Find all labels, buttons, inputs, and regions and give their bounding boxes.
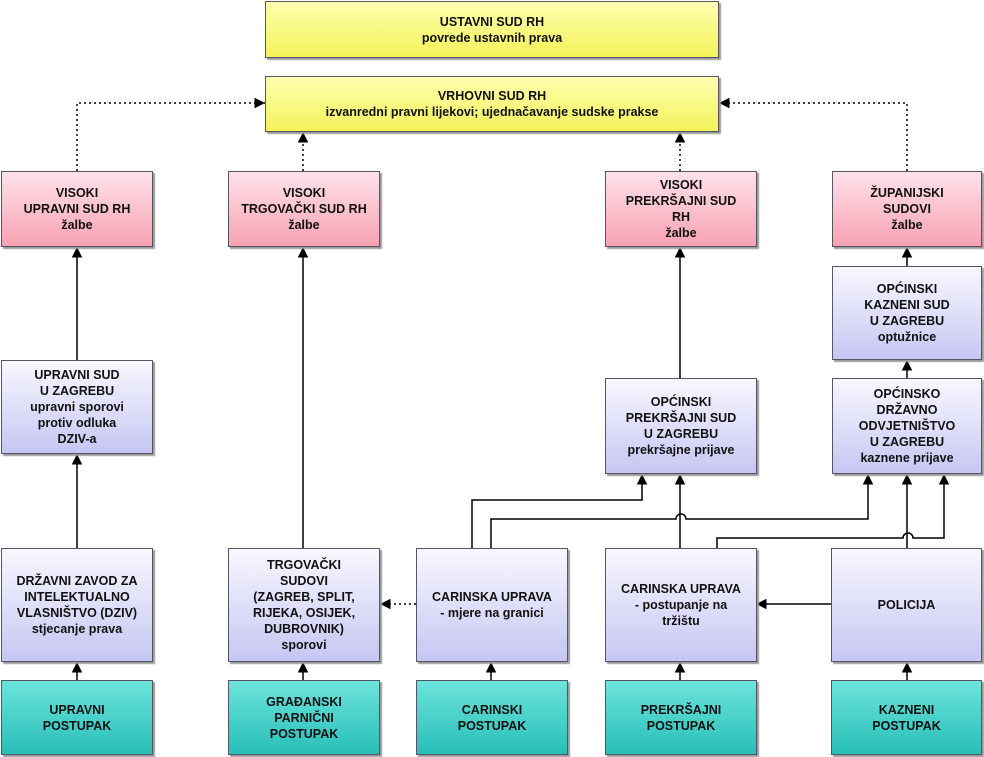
zupanijski-sudovi-box: ŽUPANIJSKI SUDOVI žalbe bbox=[832, 171, 982, 247]
vrhovni-sud-box: VRHOVNI SUD RH izvanredni pravni lijekov… bbox=[265, 76, 719, 132]
gradjanski-postupak-box: GRAĐANSKI PARNIČNI POSTUPAK bbox=[228, 680, 380, 755]
opcinski-prekrsajni-sud-box: OPĆINSKI PREKRŠAJNI SUD U ZAGREBU prekrš… bbox=[605, 378, 757, 474]
box-line: PREKRŠAJNI SUD bbox=[625, 411, 737, 425]
box-line: TRGOVAČKI SUD RH bbox=[241, 202, 367, 216]
box-line: POSTUPAK bbox=[42, 718, 112, 733]
dziv-box: DRŽAVNI ZAVOD ZA INTELEKTUALNO VLASNIŠTV… bbox=[1, 548, 153, 662]
ustavni-sud-desc: povrede ustavnih prava bbox=[421, 30, 563, 45]
ustavni-sud-box: USTAVNI SUD RH povrede ustavnih prava bbox=[265, 1, 719, 58]
box-line: U ZAGREBU bbox=[39, 384, 115, 398]
trgovacki-sudovi-box: TRGOVAČKI SUDOVI (ZAGREB, SPLIT, RIJEKA,… bbox=[228, 548, 380, 662]
box-line: CARINSKA UPRAVA bbox=[621, 582, 741, 596]
box-line: upravni sporovi bbox=[30, 400, 124, 414]
box-line: RH bbox=[671, 210, 691, 224]
box-line: prekršajne prijave bbox=[627, 443, 735, 457]
box-line: CARINSKA UPRAVA bbox=[432, 590, 552, 604]
box-line: POLICIJA bbox=[877, 598, 936, 612]
box-line: U ZAGREBU bbox=[869, 435, 945, 449]
edge-carinska-granica-to-odvjetnistvo bbox=[490, 474, 874, 548]
box-line: PREKRŠAJNI bbox=[640, 702, 722, 717]
box-line: optužnice bbox=[877, 330, 937, 344]
box-line: žalbe bbox=[665, 226, 697, 240]
box-line: POSTUPAK bbox=[872, 718, 941, 733]
box-line: CARINSKI bbox=[461, 702, 523, 717]
box-line: ODVJETNIŠTVO bbox=[858, 419, 956, 433]
box-line: - mjere na granici bbox=[440, 606, 544, 620]
policija-box: POLICIJA bbox=[831, 548, 982, 662]
box-line: DRŽAVNO bbox=[876, 403, 938, 417]
ustavni-sud-title: USTAVNI SUD RH bbox=[439, 14, 545, 29]
box-line: ŽUPANIJSKI bbox=[870, 186, 944, 200]
box-line: PARNIČNI bbox=[274, 710, 334, 725]
carinski-postupak-box: CARINSKI POSTUPAK bbox=[416, 680, 568, 755]
upravni-sud-zagreb-box: UPRAVNI SUD U ZAGREBU upravni sporovi pr… bbox=[1, 360, 153, 454]
box-line: UPRAVNI SUD bbox=[34, 368, 120, 382]
box-line: žalbe bbox=[61, 218, 93, 232]
box-line: KAZNENI SUD bbox=[864, 298, 950, 312]
box-line: U ZAGREBU bbox=[643, 427, 719, 441]
carinska-uprava-trziste-box: CARINSKA UPRAVA - postupanje na tržištu bbox=[605, 548, 757, 662]
box-line: POSTUPAK bbox=[269, 726, 339, 741]
box-line: DRŽAVNI ZAVOD ZA bbox=[16, 574, 138, 588]
upravni-postupak-box: UPRAVNI POSTUPAK bbox=[1, 680, 153, 755]
box-line: kaznene prijave bbox=[860, 451, 954, 465]
visoki-trgovacki-sud-box: VISOKI TRGOVAČKI SUD RH žalbe bbox=[228, 171, 380, 247]
box-line: UPRAVNI bbox=[49, 702, 105, 717]
edge-carinska-trziste-to-odvjetnistvo bbox=[716, 474, 950, 548]
vrhovni-sud-title: VRHOVNI SUD RH bbox=[437, 89, 547, 103]
box-line: VISOKI bbox=[659, 178, 703, 192]
box-line: KAZNENI bbox=[878, 702, 935, 717]
box-line: POSTUPAK bbox=[457, 718, 527, 733]
box-line: U ZAGREBU bbox=[869, 314, 945, 328]
box-line: TRGOVAČKI bbox=[266, 558, 342, 572]
box-line: žalbe bbox=[288, 218, 320, 232]
box-line: SUDOVI bbox=[280, 574, 328, 588]
box-line: VISOKI bbox=[55, 186, 99, 200]
box-line: OPĆINSKI bbox=[876, 282, 938, 296]
vrhovni-sud-desc: izvanredni pravni lijekovi; ujednačavanj… bbox=[325, 105, 659, 119]
box-line: protiv odluka bbox=[37, 416, 117, 430]
box-line: DUBROVNIK) bbox=[264, 622, 344, 636]
box-line: (ZAGREB, SPLIT, bbox=[253, 590, 355, 604]
drzavno-odvjetnistvo-box: OPĆINSKO DRŽAVNO ODVJETNIŠTVO U ZAGREBU … bbox=[832, 378, 982, 474]
box-line: UPRAVNI SUD RH bbox=[23, 202, 131, 216]
box-line: VLASNIŠTVO (DZIV) bbox=[16, 606, 138, 620]
edge-visoki-upravni-to-vrhovni bbox=[76, 97, 265, 171]
edge-zupanijski-to-vrhovni bbox=[719, 97, 908, 171]
kazneni-postupak-box: KAZNENI POSTUPAK bbox=[831, 680, 982, 755]
visoki-prekrsajni-sud-box: VISOKI PREKRŠAJNI SUD RH žalbe bbox=[605, 171, 757, 247]
visoki-upravni-sud-box: VISOKI UPRAVNI SUD RH žalbe bbox=[1, 171, 153, 247]
box-line: žalbe bbox=[891, 218, 923, 232]
box-line: POSTUPAK bbox=[646, 718, 716, 733]
edge-carinska-granica-to-opcinski-prekrsajni bbox=[471, 474, 648, 548]
carinska-uprava-granica-box: CARINSKA UPRAVA - mjere na granici bbox=[416, 548, 568, 662]
box-line: - postupanje na bbox=[634, 598, 728, 612]
box-line: RIJEKA, OSIJEK, bbox=[252, 606, 356, 620]
box-line: VISOKI bbox=[282, 186, 326, 200]
box-line: GRAĐANSKI bbox=[266, 694, 342, 709]
box-line: tržištu bbox=[662, 614, 700, 628]
box-line: OPĆINSKO bbox=[873, 387, 941, 401]
box-line: sporovi bbox=[281, 638, 327, 652]
box-line: DZIV-a bbox=[57, 432, 97, 446]
box-line: SUDOVI bbox=[883, 202, 931, 216]
box-line: INTELEKTUALNO bbox=[24, 590, 130, 604]
box-line: stjecanje prava bbox=[31, 622, 123, 636]
opcinski-kazneni-sud-box: OPĆINSKI KAZNENI SUD U ZAGREBU optužnice bbox=[832, 266, 982, 360]
box-line: PREKRŠAJNI SUD bbox=[625, 194, 737, 208]
box-line: OPĆINSKI bbox=[650, 395, 712, 409]
prekrsajni-postupak-box: PREKRŠAJNI POSTUPAK bbox=[605, 680, 757, 755]
